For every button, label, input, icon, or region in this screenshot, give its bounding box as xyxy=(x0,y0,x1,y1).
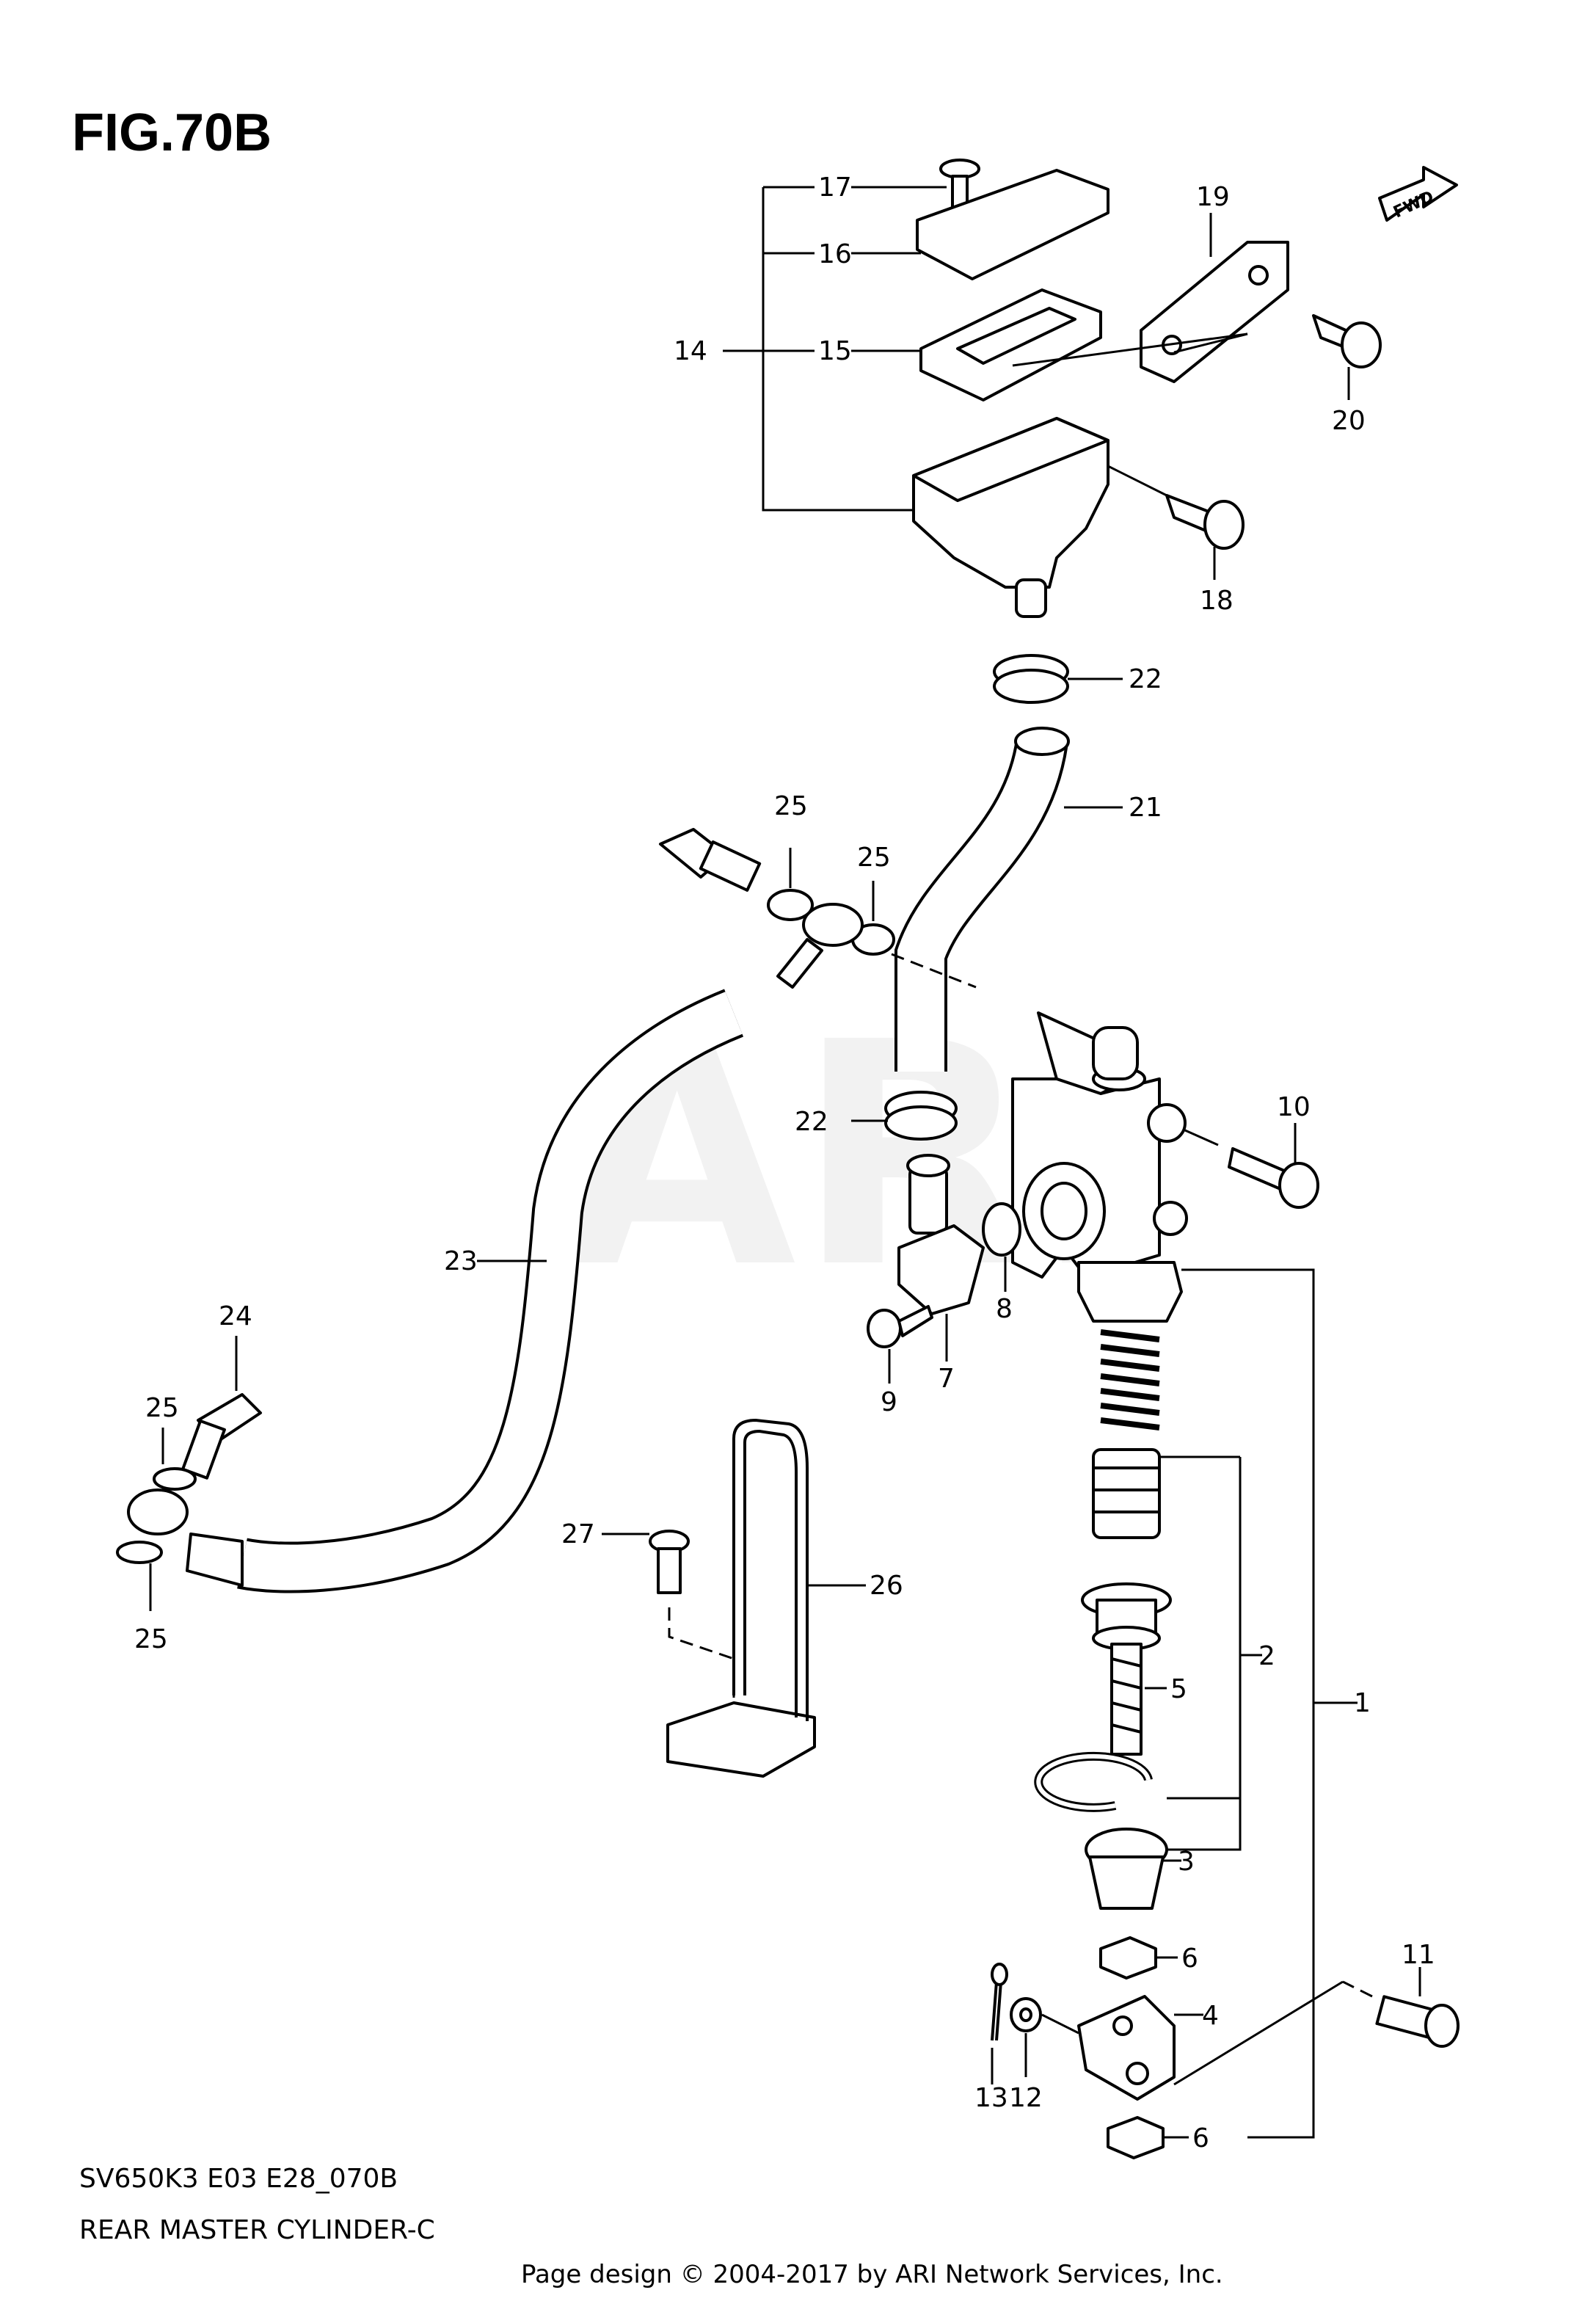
bracket-14 xyxy=(762,187,917,512)
callout-27: 27 xyxy=(561,1519,595,1549)
hose-guide-26 xyxy=(666,1418,866,1778)
inlet-fitting-7 xyxy=(897,1154,985,1362)
callout-6-lower: 6 xyxy=(1192,2123,1209,2153)
hose-clamp-22-top xyxy=(993,654,1123,704)
cotter-pin-13 xyxy=(991,1963,1008,2084)
banjo-fitting xyxy=(776,903,864,989)
callout-16: 16 xyxy=(818,239,852,269)
bolt-9 xyxy=(867,1305,933,1384)
callout-22-bottom: 22 xyxy=(795,1107,828,1137)
bolt-18 xyxy=(1165,494,1245,580)
callout-13: 13 xyxy=(974,2083,1008,2113)
bracket-1 xyxy=(1181,1268,1315,2139)
callout-17: 17 xyxy=(818,172,852,203)
section-title: REAR MASTER CYLINDER-C xyxy=(79,2215,435,2245)
washer-25-lower-b xyxy=(116,1541,163,1564)
callout-20: 20 xyxy=(1332,406,1366,436)
pin-11 xyxy=(1342,1967,1460,2048)
model-line: SV650K3 E03 E28_070B xyxy=(79,2164,398,2194)
callout-23: 23 xyxy=(444,1246,478,1276)
fwd-arrow-icon: FWD xyxy=(1378,166,1458,222)
washer-25-upper-a xyxy=(767,889,814,921)
callout-15: 15 xyxy=(818,336,852,366)
callout-25-b: 25 xyxy=(857,843,891,873)
callout-2: 2 xyxy=(1258,1641,1275,1671)
callout-9: 9 xyxy=(881,1387,897,1417)
reservoir-cap-16 xyxy=(916,169,1109,280)
banjo-bolt xyxy=(659,828,762,892)
callout-25-c: 25 xyxy=(145,1393,179,1423)
callout-26: 26 xyxy=(870,1571,903,1601)
spring xyxy=(1100,1329,1160,1431)
bolt-27 xyxy=(602,1530,735,1703)
piston-assembly xyxy=(1092,1448,1240,1539)
callout-12: 12 xyxy=(1009,2083,1043,2113)
boot-3 xyxy=(1085,1828,1181,1910)
master-cylinder-body xyxy=(1011,1011,1219,1323)
nut-6-upper xyxy=(1099,1936,1178,1980)
callout-7: 7 xyxy=(938,1364,955,1394)
lower-banjo-fitting xyxy=(127,1488,244,1587)
nut-6-lower xyxy=(1107,2116,1189,2159)
screw-17 xyxy=(851,159,980,214)
callout-22-top: 22 xyxy=(1129,664,1162,694)
bolt-24 xyxy=(181,1336,262,1480)
callout-14: 14 xyxy=(674,336,707,366)
callout-3: 3 xyxy=(1178,1847,1195,1877)
callout-4: 4 xyxy=(1202,2001,1219,2031)
pushrod-5 xyxy=(1081,1582,1172,1756)
callout-25-d: 25 xyxy=(134,1624,168,1654)
figure-title: FIG.70B xyxy=(72,103,272,162)
callout-21: 21 xyxy=(1129,793,1162,823)
washer-12 xyxy=(1010,1997,1079,2077)
callout-8: 8 xyxy=(996,1294,1013,1324)
callout-10: 10 xyxy=(1277,1092,1311,1122)
clevis-4 xyxy=(1077,1995,1203,2101)
callout-19: 19 xyxy=(1196,182,1230,212)
bolt-20 xyxy=(1312,314,1382,400)
washer-25-lower-a xyxy=(153,1467,197,1491)
bracket-19 xyxy=(1140,241,1289,383)
callout-5: 5 xyxy=(1170,1674,1187,1704)
callout-25-a: 25 xyxy=(774,791,808,821)
hose-clamp-22-bottom xyxy=(851,1091,958,1141)
callout-11: 11 xyxy=(1402,1940,1435,1970)
callout-6-upper: 6 xyxy=(1181,1944,1198,1974)
bolt-10 xyxy=(1228,1123,1319,1209)
page-credit: Page design © 2004-2017 by ARI Network S… xyxy=(521,2260,1223,2289)
callout-24: 24 xyxy=(219,1301,252,1331)
callout-18: 18 xyxy=(1200,586,1234,616)
o-ring-8 xyxy=(982,1202,1021,1257)
callout-1: 1 xyxy=(1354,1688,1371,1718)
